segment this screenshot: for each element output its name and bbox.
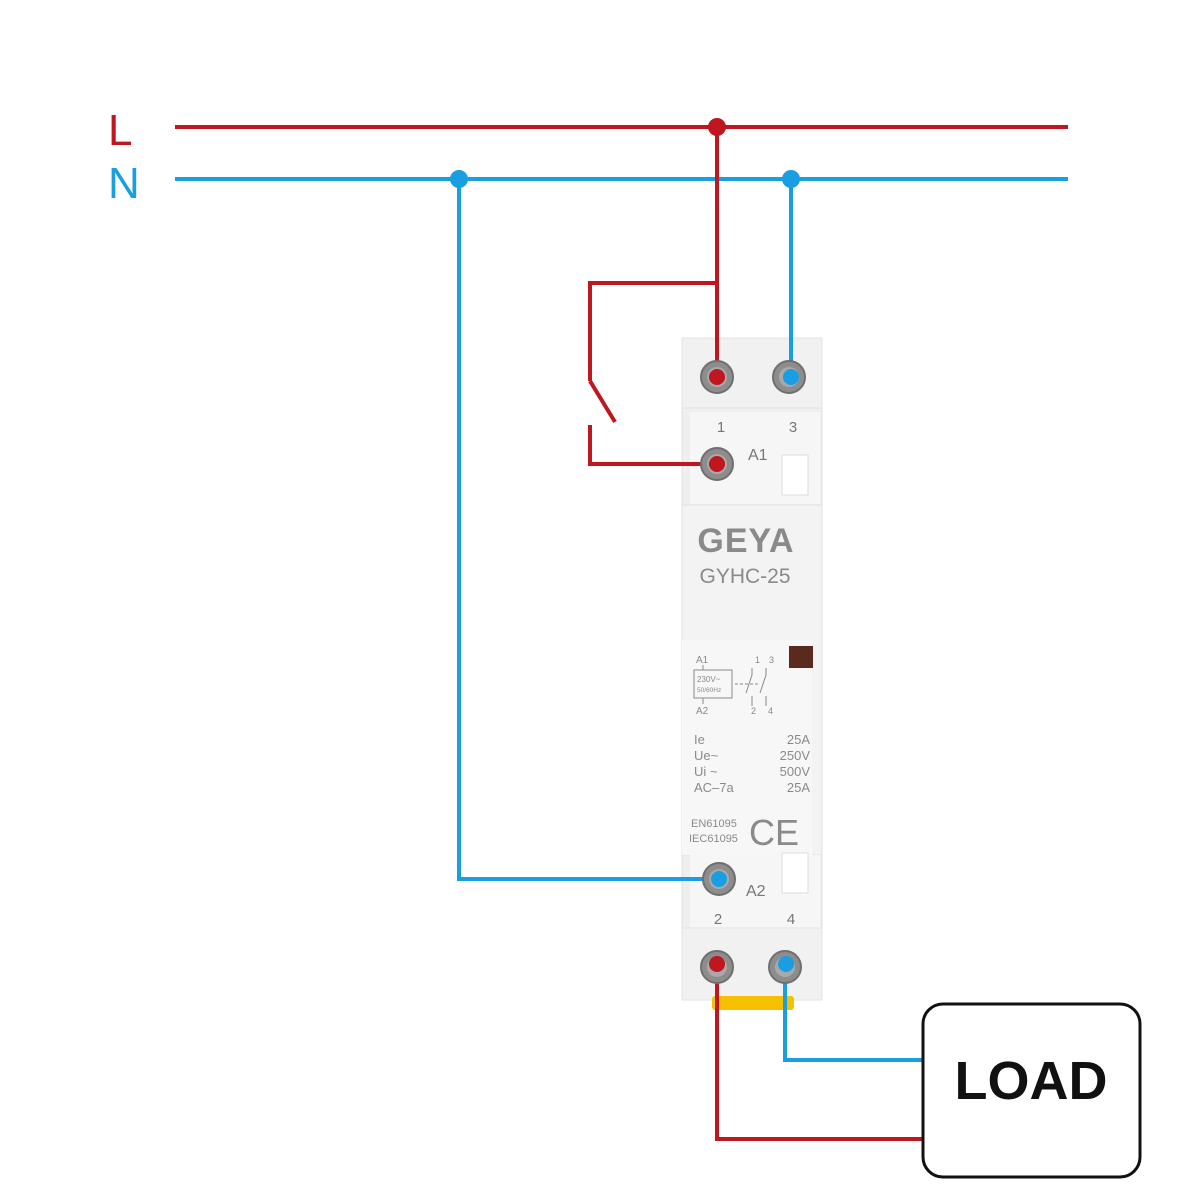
load-box xyxy=(921,1002,1142,1179)
screw-terminal-1 xyxy=(700,360,734,394)
standard-en: EN61095 xyxy=(691,818,737,830)
junction-dot-neutral xyxy=(450,170,468,188)
wire-l-to-switch xyxy=(588,281,717,381)
terminal-4-label: 4 xyxy=(787,911,795,928)
schematic-contact-4: 4 xyxy=(768,706,773,716)
load-label: LOAD xyxy=(955,1051,1108,1111)
rating-value: 25A xyxy=(787,780,810,795)
terminal-2-label: 2 xyxy=(714,911,722,928)
rating-label: Ue~ xyxy=(694,748,719,763)
schematic-coil-frequency: 50/60Hz xyxy=(697,687,721,694)
wire-terminal-4-to-load xyxy=(783,967,923,1062)
schematic-contact-2: 2 xyxy=(751,706,756,716)
standard-iec: IEC61095 xyxy=(689,833,738,845)
junction-dot-line xyxy=(708,118,726,136)
wire-switch-to-a1 xyxy=(588,425,715,466)
terminal-a1-label: A1 xyxy=(748,447,768,464)
wire-n-to-a2 xyxy=(457,179,718,881)
switch-lever xyxy=(588,379,617,424)
label-area xyxy=(682,640,812,855)
rating-label: Ui ~ xyxy=(694,764,718,779)
screw-terminal-4 xyxy=(768,950,802,984)
screw-terminal-3 xyxy=(772,360,806,394)
wire-terminal-2-to-load xyxy=(715,967,923,1141)
schematic-a1-label: A1 xyxy=(696,655,709,666)
neutral-bus-label: N xyxy=(108,159,140,208)
screw-terminal-2 xyxy=(700,950,734,984)
rating-label: Ie xyxy=(694,732,705,747)
terminal-a2-label: A2 xyxy=(746,883,766,900)
screw-terminal-a1 xyxy=(700,447,734,481)
aux-slot-top xyxy=(781,454,809,496)
junction-dot-neutral xyxy=(782,170,800,188)
brand-logo: GEYA xyxy=(697,522,794,560)
ce-mark-icon: CE xyxy=(749,812,799,853)
din-latch xyxy=(712,996,794,1010)
model-name: GYHC-25 xyxy=(699,565,790,588)
rating-value: 500V xyxy=(780,764,811,779)
schematic-a2-label: A2 xyxy=(696,706,709,717)
status-indicator xyxy=(789,646,813,668)
schematic-coil-voltage: 230V~ xyxy=(697,675,721,684)
ratings-table: Ie 25A Ue~ 250V Ui ~ 500V AC–7a 25A xyxy=(694,732,810,795)
rating-value: 25A xyxy=(787,732,810,747)
wires xyxy=(457,127,923,1141)
schematic-contact-3: 3 xyxy=(769,655,774,665)
contactor-device: 1 3 A1 A2 2 4 GEYA GYHC-25 A1 230V~ 50/6… xyxy=(681,337,823,1010)
schematic-contact-1: 1 xyxy=(755,655,760,665)
terminal-3-label: 3 xyxy=(789,419,797,436)
terminal-1-label: 1 xyxy=(717,419,725,436)
line-bus-label: L xyxy=(108,106,132,155)
aux-slot-bottom xyxy=(781,852,809,894)
screw-terminal-a2 xyxy=(702,862,736,896)
schematic-symbol xyxy=(693,665,767,706)
rating-label: AC–7a xyxy=(694,780,735,795)
rating-value: 250V xyxy=(780,748,811,763)
